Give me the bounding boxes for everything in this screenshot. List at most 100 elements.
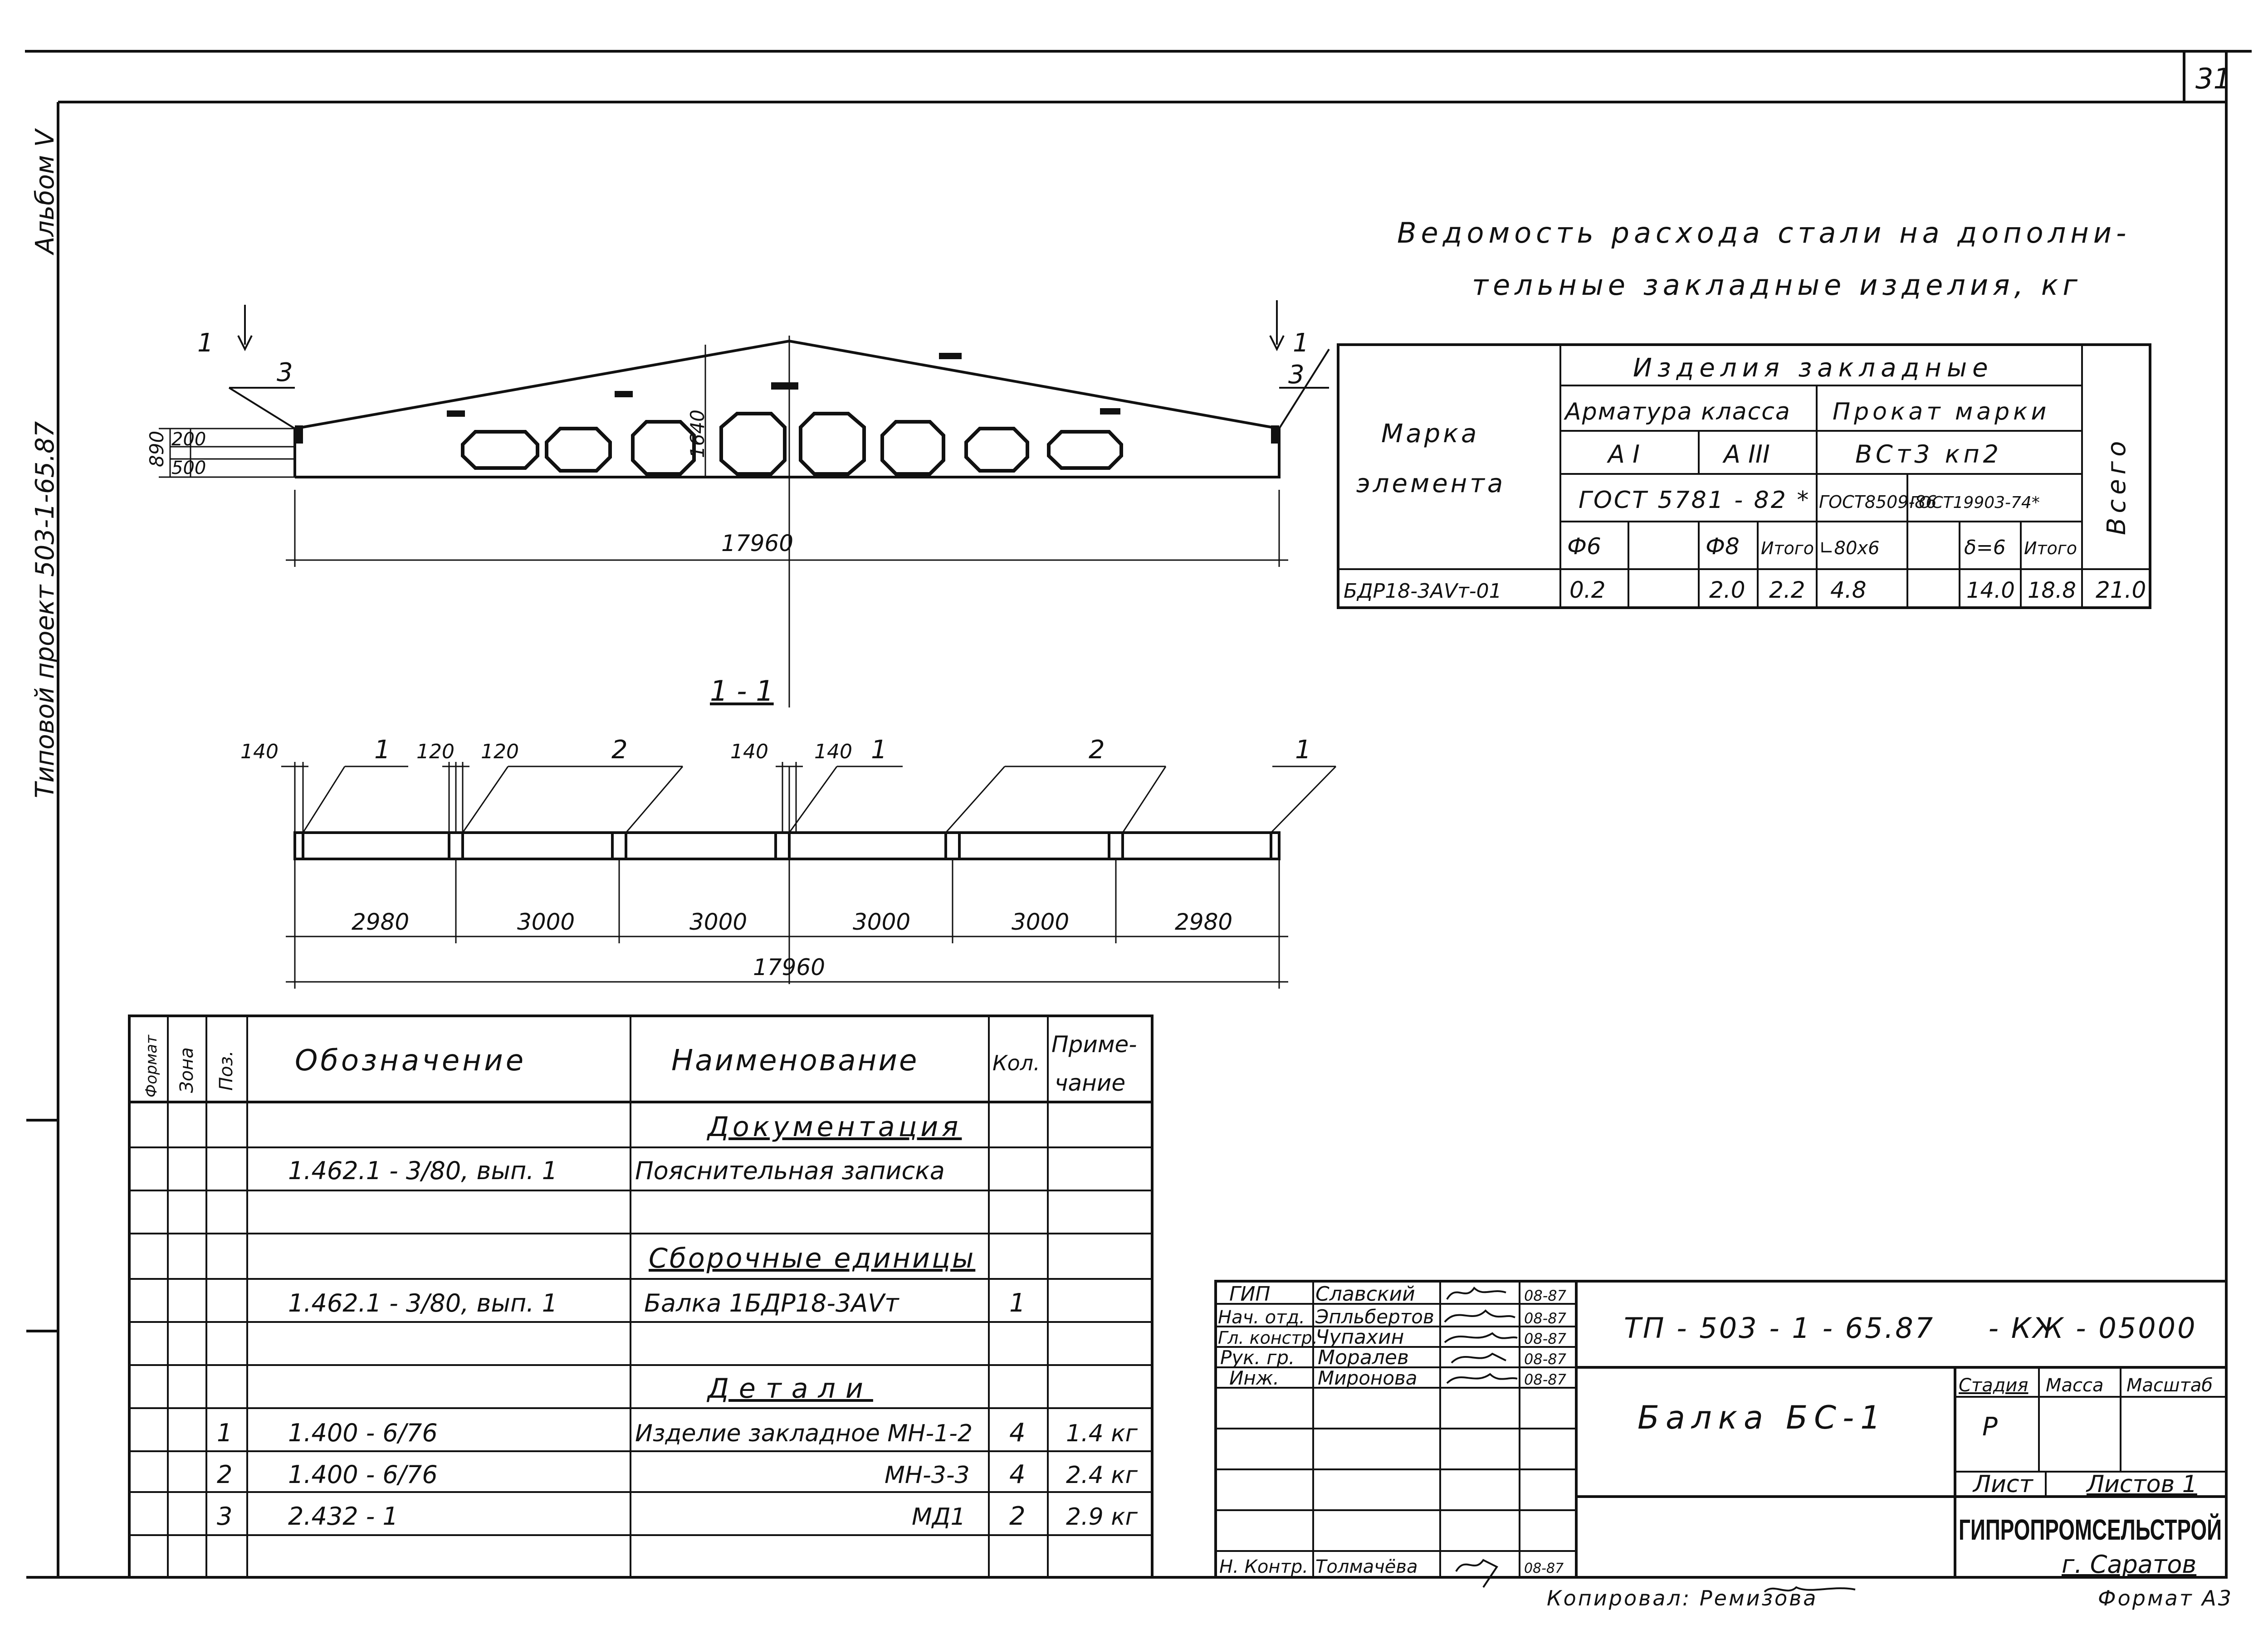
signer-3-date: 08-87 xyxy=(1524,1330,1567,1347)
row-mark: БДР18-3АVт-01 xyxy=(1344,580,1502,603)
hdr-designation: Обозначение xyxy=(295,1044,526,1078)
signer-6-role: Н. Контр. xyxy=(1219,1556,1308,1577)
steel-statement: Ведомость расхода стали на дополни- тель… xyxy=(1337,216,2151,609)
org-name: ГИПРОПРОМСЕЛЬСТРОЙ xyxy=(1959,1513,2222,1546)
detail-3-pos: 3 xyxy=(217,1502,232,1531)
gost-plate-label: ГОСТ19903-74* xyxy=(1910,493,2040,512)
col-mark-label-2: элемента xyxy=(1356,469,1505,498)
signer-1-role: ГИП xyxy=(1229,1283,1271,1306)
dim-140-c: 140 xyxy=(814,740,852,763)
beam-outline xyxy=(293,339,1281,478)
stage-header: Стадия xyxy=(1959,1375,2028,1396)
sub-phi6: Ф6 xyxy=(1567,533,1601,560)
hdr-format: Формат xyxy=(142,1034,161,1097)
side-project-label: Типовой проект 503-1-65.87 xyxy=(30,421,60,798)
detail-1-note: 1.4 кг xyxy=(1066,1420,1138,1447)
span-5: 3000 xyxy=(1012,909,1069,935)
pos-2-a: 2 xyxy=(611,735,628,765)
signer-6-date: 08-87 xyxy=(1524,1561,1564,1576)
stage-value: Р xyxy=(1982,1412,1998,1442)
mass-header: Масса xyxy=(2046,1375,2104,1396)
detail-1-qty: 4 xyxy=(1009,1418,1026,1448)
sheet-header: Лист xyxy=(1972,1471,2033,1498)
sub-phi8: Ф8 xyxy=(1706,533,1740,560)
dim-140-a: 140 xyxy=(240,740,279,763)
drawing-title: Балка БС-1 xyxy=(1637,1399,1887,1436)
sheet-number: 31 xyxy=(2195,62,2231,95)
rolled-grade-label: ВСт3 кп2 xyxy=(1855,440,2002,468)
steel-statement-title-1: Ведомость расхода стали на дополни- xyxy=(1397,216,2131,249)
sheets-header: Листов 1 xyxy=(2086,1471,2197,1498)
detail-1-name: Изделие закладное МН-1-2 xyxy=(635,1420,973,1447)
doc-designation: 1.462.1 - 3/80, вып. 1 xyxy=(288,1156,557,1185)
detail-1-pos: 1 xyxy=(217,1419,232,1447)
beam-openings xyxy=(461,412,1123,476)
side-album-label: Альбом V xyxy=(30,128,60,255)
row-total: 21.0 xyxy=(2096,577,2146,603)
signer-4-role: Рук. гр. xyxy=(1220,1346,1295,1369)
sub-itogo-2: Итого xyxy=(2024,538,2077,558)
doc-code: ТП - 503 - 1 - 65.87 - КЖ - 05000 xyxy=(1624,1312,2197,1345)
row-itogo2: 18.8 xyxy=(2028,578,2076,603)
dim-120-a: 120 xyxy=(416,740,455,763)
hdr-note-1: Приме- xyxy=(1051,1031,1137,1058)
steel-statement-title-2: тельные закладные изделия, кг xyxy=(1472,268,2082,302)
row-phi6: 0.2 xyxy=(1569,577,1606,603)
dim-h-500: 500 xyxy=(171,458,206,478)
section-mark-left: 1 xyxy=(197,328,214,358)
dim-120-b: 120 xyxy=(481,740,519,763)
detail-3-qty: 2 xyxy=(1009,1502,1026,1531)
rebar-a3-label: А III xyxy=(1722,440,1770,468)
dim-h-mid: 1640 xyxy=(686,410,709,458)
dim-140-b: 140 xyxy=(730,740,768,763)
signer-4-date: 08-87 xyxy=(1524,1351,1567,1368)
org-city: г. Саратов xyxy=(2062,1550,2196,1579)
signatures xyxy=(1444,1286,1856,1593)
pos-3-left: 3 xyxy=(277,358,293,387)
gost-rebar-label: ГОСТ 5781 - 82 * xyxy=(1579,487,1810,514)
detail-3-note: 2.9 кг xyxy=(1066,1503,1138,1531)
sub-itogo-1: Итого xyxy=(1761,538,1814,558)
detail-2-designation: 1.400 - 6/76 xyxy=(288,1460,438,1489)
col-mark-label-1: Марка xyxy=(1381,419,1479,449)
rebar-a1-label: А I xyxy=(1607,440,1640,468)
sec-docs: Документация xyxy=(706,1111,962,1143)
sub-angle: ∟80х6 xyxy=(1819,538,1880,559)
pos-1-a: 1 xyxy=(374,735,391,765)
format-label: Формат А3 xyxy=(2098,1586,2233,1610)
section-total: 17960 xyxy=(753,954,825,980)
detail-2-pos: 2 xyxy=(217,1460,232,1489)
embedded-plates xyxy=(295,353,1279,444)
row-angle: 4.8 xyxy=(1830,577,1867,603)
sec-assembly: Сборочные единицы xyxy=(649,1243,975,1274)
asm-qty: 1 xyxy=(1009,1288,1026,1318)
col-group-label: Изделия закладные xyxy=(1633,353,1994,383)
signer-2-date: 08-87 xyxy=(1524,1310,1567,1327)
gost-angle-label: ГОСТ8509-86 xyxy=(1819,492,1937,512)
signer-5-date: 08-87 xyxy=(1524,1371,1567,1388)
pos-1-c: 1 xyxy=(1295,735,1311,765)
scale-header: Масштаб xyxy=(2126,1375,2213,1396)
signer-2-role: Нач. отд. xyxy=(1218,1307,1305,1328)
section-1-1: 1 - 1 xyxy=(240,674,1337,989)
sub-delta: δ=6 xyxy=(1964,536,2006,559)
sec-details: Детали xyxy=(706,1373,873,1405)
signer-6-name: Толмачёва xyxy=(1315,1556,1418,1577)
section-mark-right: 1 xyxy=(1293,328,1309,358)
specification-table: Формат Зона Поз. Обозначение Наименовани… xyxy=(128,1015,1154,1579)
col-rebar-label: Арматура класса xyxy=(1564,398,1791,425)
dim-length: 17960 xyxy=(721,530,793,556)
row-delta: 14.0 xyxy=(1966,578,2015,603)
col-total-label: Всего xyxy=(2102,437,2131,535)
hdr-pos: Поз. xyxy=(216,1050,237,1091)
span-4: 3000 xyxy=(853,909,910,935)
span-6: 2980 xyxy=(1175,909,1232,935)
title-block: ГИП Славский 08-87 Нач. отд. Эпльбертов … xyxy=(1214,1280,2233,1610)
hdr-zone: Зона xyxy=(176,1047,197,1093)
doc-name: Пояснительная записка xyxy=(635,1156,945,1185)
signer-3-name: Чупахин xyxy=(1315,1326,1404,1349)
asm-name: Балка 1БДР18-3АVт xyxy=(644,1289,899,1317)
detail-1-designation: 1.400 - 6/76 xyxy=(288,1419,438,1447)
asm-designation: 1.462.1 - 3/80, вып. 1 xyxy=(288,1289,557,1317)
